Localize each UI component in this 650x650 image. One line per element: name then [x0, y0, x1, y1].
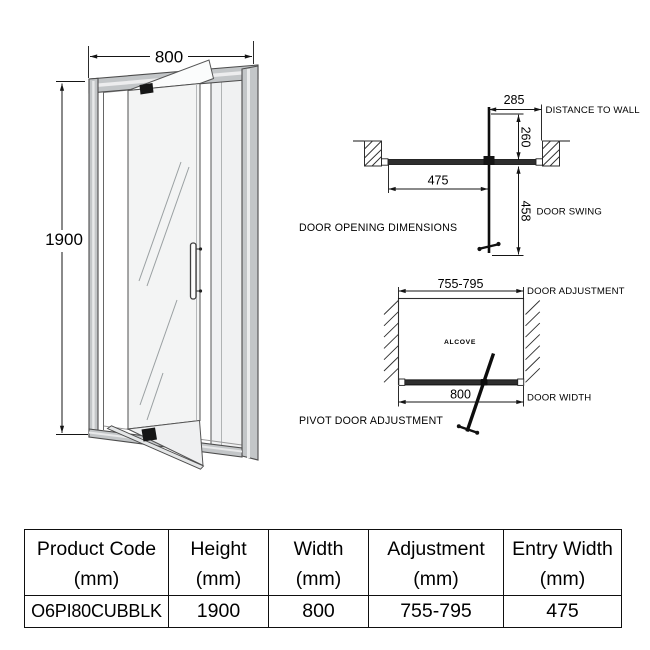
- svg-text:755-795: 755-795: [438, 277, 484, 291]
- spec-table: Product Code (mm) Height (mm) Width (mm)…: [24, 529, 622, 628]
- wall-left: [353, 140, 382, 167]
- handle-diagonal: [456, 424, 480, 435]
- value-adjustment: 755-795: [368, 595, 504, 628]
- bottom-pivot-block: [141, 427, 157, 442]
- value-width: 800: [268, 595, 369, 628]
- svg-text:260: 260: [519, 127, 533, 148]
- width-value: 800: [155, 48, 183, 67]
- value-height: 1900: [168, 595, 269, 628]
- handle-plan: [477, 241, 501, 252]
- spec-table-wrap: Product Code (mm) Height (mm) Width (mm)…: [24, 529, 622, 628]
- alcove-wall-left: [383, 300, 399, 383]
- dimension-door-swing: 458 DOOR SWING: [492, 166, 602, 256]
- pivot-door-diagonal: [465, 352, 496, 433]
- alcove-wall-right: [525, 300, 541, 383]
- header-product-code: Product Code (mm): [24, 529, 169, 596]
- pivot-adjustment-diagram: ALCOVE 755-795 DOOR ADJUSTMENT 800 DOOR …: [299, 277, 625, 435]
- door-handle: [189, 242, 203, 300]
- door-bottom-edge: [106, 425, 205, 470]
- header-height: Height (mm): [168, 529, 269, 596]
- frame-bar-plan: [381, 159, 543, 165]
- frame-side-return: [211, 69, 242, 456]
- svg-text:800: 800: [450, 388, 471, 402]
- header-row: Product Code (mm) Height (mm) Width (mm)…: [24, 529, 622, 596]
- door-opening-title: DOOR OPENING DIMENSIONS: [299, 222, 457, 234]
- top-pivot-block: [139, 83, 154, 95]
- pivot-point: [480, 379, 488, 386]
- alcove-outline: [397, 297, 525, 386]
- alcove-label: ALCOVE: [444, 339, 476, 346]
- header-width: Width (mm): [268, 529, 369, 596]
- glass-reflections: [138, 161, 190, 421]
- svg-text:285: 285: [504, 93, 525, 107]
- pivot-adjustment-title: PIVOT DOOR ADJUSTMENT: [299, 415, 443, 427]
- distance-to-wall-label: DISTANCE TO WALL: [546, 105, 641, 116]
- door-adjustment-label: DOOR ADJUSTMENT: [527, 286, 625, 297]
- value-product-code: O6PI80CUBBLK: [24, 595, 169, 628]
- door-opening-diagram: 285 DISTANCE TO WALL 260 475 458 DOOR SW…: [299, 93, 640, 256]
- value-entry-width: 475: [503, 595, 622, 628]
- shower-door-front-view: 800 1900: [45, 41, 259, 470]
- door-glass: [127, 82, 201, 430]
- dimension-door-adjustment: 755-795 DOOR ADJUSTMENT: [398, 277, 625, 299]
- svg-text:475: 475: [428, 174, 449, 188]
- value-row: O6PI80CUBBLK 1900 800 755-795 475: [24, 595, 622, 628]
- header-entry-width: Entry Width (mm): [503, 529, 622, 596]
- pivot-plan: [483, 156, 495, 165]
- door-width-label: DOOR WIDTH: [527, 393, 591, 404]
- svg-text:458: 458: [519, 201, 533, 222]
- wall-right: [542, 140, 570, 167]
- header-adjustment: Adjustment (mm): [368, 529, 504, 596]
- dimension-distance-to-wall: 285 DISTANCE TO WALL: [488, 93, 641, 141]
- dimension-entry-width: 475: [388, 165, 489, 193]
- height-value: 1900: [45, 230, 83, 249]
- door-swing-label: DOOR SWING: [537, 207, 602, 218]
- dimension-width-800: 800: [88, 41, 254, 78]
- dimension-wall-offset: 260: [491, 113, 533, 160]
- dimension-door-width: 800 DOOR WIDTH: [398, 386, 591, 407]
- dimension-height-1900: 1900: [45, 81, 88, 435]
- frame-bar-adjust: [404, 379, 519, 386]
